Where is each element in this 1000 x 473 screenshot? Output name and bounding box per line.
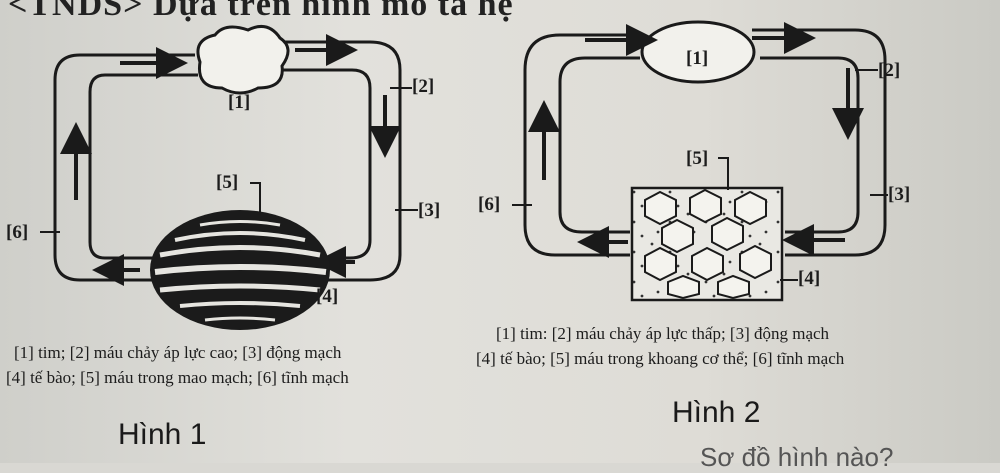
fig1-vessel-outer-right <box>265 40 402 282</box>
fig1-vessel-inner-left <box>88 73 175 260</box>
fig1-label-5: [5] <box>216 172 239 193</box>
fig2-legend-line1: [1] tim: [2] máu chảy áp lực thấp; [3] đ… <box>496 324 830 343</box>
fig1-label-4: [4] <box>316 286 339 307</box>
fig1-label-2: [2] <box>412 76 435 97</box>
figure1-diagram <box>40 24 418 330</box>
fig2-label-6: [6] <box>478 194 501 215</box>
fig2-caption: Hình 2 <box>672 396 761 429</box>
fig2-label-3: [3] <box>888 184 911 205</box>
footer-text: Sơ đồ hình nào? <box>700 442 894 472</box>
fig1-label-6: [6] <box>6 222 29 243</box>
fig2-label-1: [1] <box>686 48 709 69</box>
fig2-legend-line2: [4] tế bào; [5] máu trong khoang cơ thể;… <box>476 349 845 368</box>
fig1-vessel-inner-right <box>275 68 372 260</box>
fig2-vessel-inner-left <box>558 56 630 234</box>
fig1-vessel-outer-left <box>53 53 180 282</box>
fig2-label-2: [2] <box>878 60 901 81</box>
diagrams <box>40 20 888 330</box>
fig1-caption: Hình 1 <box>118 418 207 451</box>
fig1-legend-line1: [1] tim; [2] máu chảy áp lực cao; [3] độ… <box>14 343 342 362</box>
fig2-label-5: [5] <box>686 148 709 169</box>
figure2-diagram <box>512 20 888 302</box>
fig2-vessel-outer-left <box>523 33 630 257</box>
fig1-label-1: [1] <box>228 92 251 113</box>
fig1-heart <box>196 24 290 95</box>
header-text: <TNDS> Dựa trên hình mô tả hệ <box>8 0 514 23</box>
fig2-vessel-inner-right <box>760 56 860 234</box>
fig1-legend-line2: [4] tế bào; [5] máu trong mao mạch; [6] … <box>6 368 349 387</box>
fig2-vessel-outer-right <box>752 28 887 257</box>
fig1-label-3: [3] <box>418 200 441 221</box>
fig2-label-4: [4] <box>798 268 821 289</box>
